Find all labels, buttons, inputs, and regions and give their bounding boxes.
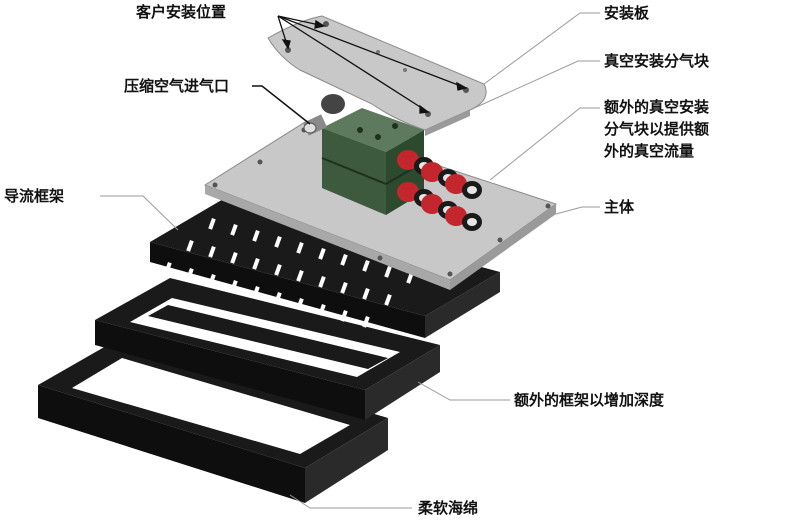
frame-slot <box>296 298 304 310</box>
frame-slot <box>230 252 238 264</box>
plate-hole <box>257 159 263 165</box>
frame-slot <box>186 268 194 280</box>
frame-slot <box>208 274 216 286</box>
frame-slot <box>296 242 304 254</box>
label-vacuum-manifold: 真空安装分气块 <box>604 52 710 70</box>
frame-slot <box>362 288 370 300</box>
flow-guide-frame <box>150 198 500 338</box>
frame-slot <box>318 276 326 288</box>
frame-slot <box>340 254 348 266</box>
plate-hole <box>212 182 218 188</box>
vacuum-cartridge <box>445 174 482 199</box>
label-extra-depth-frame: 额外的框架以增加深度 <box>514 391 665 409</box>
vacuum-cartridge <box>445 206 482 231</box>
soft-sponge-frame <box>38 338 388 503</box>
leader-lines <box>100 12 600 509</box>
plate-hole <box>545 203 551 209</box>
frame-slot <box>340 282 348 294</box>
frame-slot <box>230 280 238 292</box>
plate-hole <box>447 271 453 277</box>
label-mount-plate: 安装板 <box>604 4 650 22</box>
extra-depth-frame <box>95 278 440 420</box>
label-extra-vacuum-manifold: 额外的真空安装 分气块以提供额 外的真空流量 <box>604 98 710 160</box>
frame-slot <box>296 270 304 282</box>
frame-slot <box>384 294 392 306</box>
frame-slot <box>318 304 326 316</box>
frame-slot <box>164 262 172 274</box>
label-flow-guide-frame: 导流框架 <box>4 187 65 205</box>
frame-slot <box>252 258 260 270</box>
compressed-air-inlet-fitting <box>302 94 345 136</box>
main-body-holes <box>212 127 551 277</box>
frame-slot <box>340 310 348 322</box>
frame-slot <box>274 264 282 276</box>
frame-slot <box>252 230 260 242</box>
plate-hole <box>497 237 503 243</box>
frame-slot <box>208 246 216 258</box>
frame-slot <box>274 236 282 248</box>
frame-slot <box>318 248 326 260</box>
label-soft-sponge: 柔软海绵 <box>418 499 479 517</box>
extra-vacuum-cartridges <box>397 150 482 231</box>
frame-slot <box>362 260 370 272</box>
frame-slot <box>230 224 238 236</box>
frame-slot <box>362 316 370 328</box>
label-main-body: 主体 <box>604 198 635 216</box>
frame-slot <box>384 266 392 278</box>
plate-hole <box>377 255 383 261</box>
label-compressed-air-inlet: 压缩空气进气口 <box>124 77 230 95</box>
frame-slot <box>208 218 216 230</box>
frame-slot <box>186 240 194 252</box>
flow-guide-slots <box>164 218 414 328</box>
frame-slot <box>274 292 282 304</box>
label-customer-mount-position: 客户安装位置 <box>136 3 227 21</box>
frame-slot <box>252 286 260 298</box>
customer-mount-arrows <box>277 15 468 114</box>
